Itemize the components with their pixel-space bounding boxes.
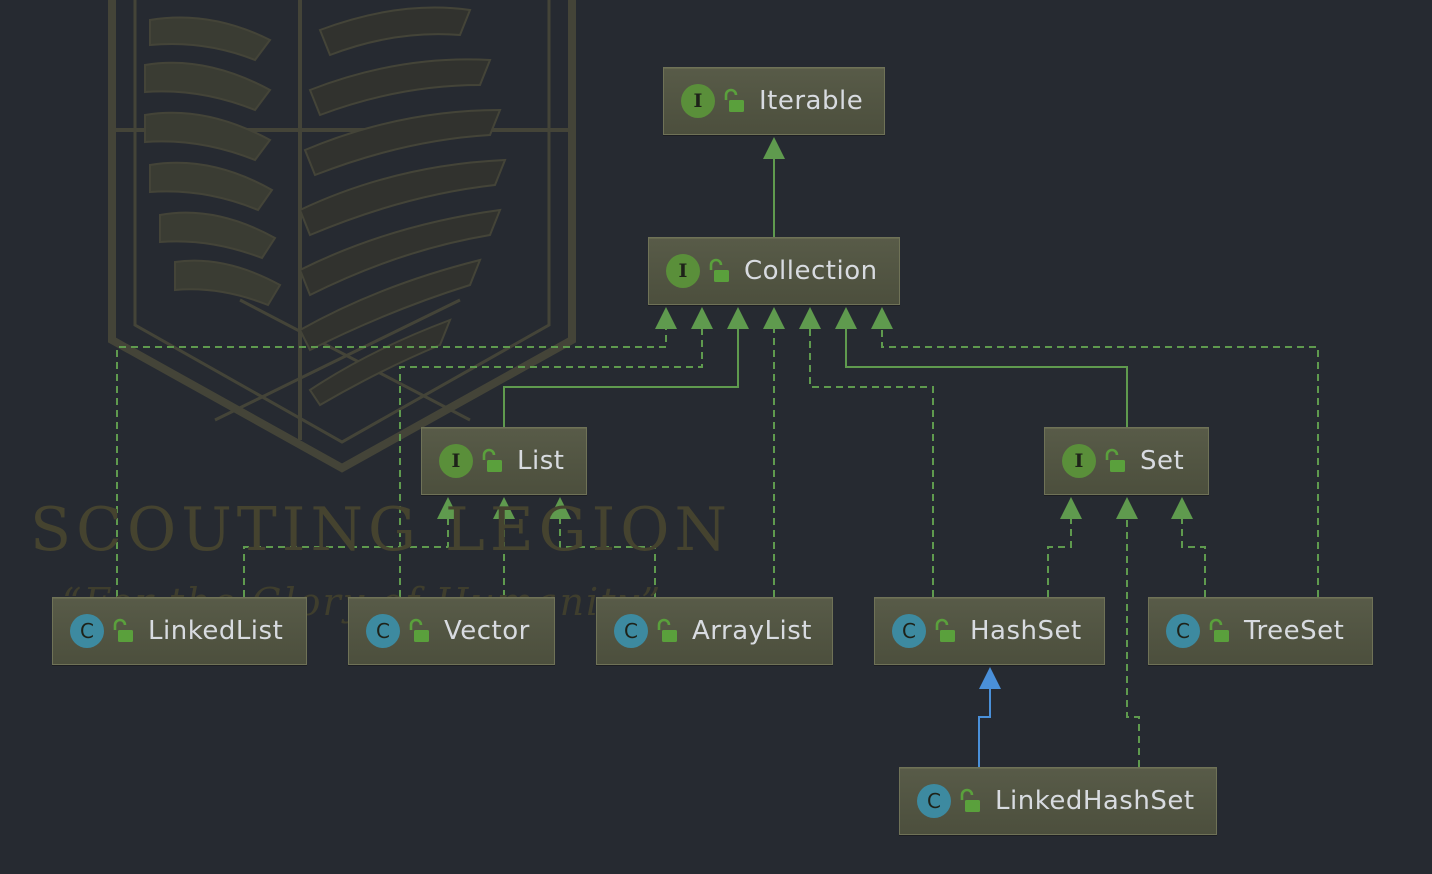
node-collection[interactable]: I Collection: [648, 237, 900, 305]
edge-collection-to-iterable: [763, 137, 785, 237]
node-set[interactable]: I Set: [1044, 427, 1209, 495]
interface-badge-icon: I: [1062, 444, 1096, 478]
node-vector[interactable]: C Vector: [348, 597, 555, 665]
node-list[interactable]: I List: [421, 427, 587, 495]
edge-hashset-to-collection: [799, 307, 934, 597]
interface-badge-icon: I: [439, 444, 473, 478]
arrowhead-icon: [979, 667, 1001, 689]
unlocked-lock-icon: [935, 618, 955, 642]
unlocked-lock-icon: [482, 448, 502, 472]
class-badge-icon: C: [70, 614, 104, 648]
class-badge-icon: C: [917, 784, 951, 818]
node-linkedhashset[interactable]: C LinkedHashSet: [899, 767, 1217, 835]
arrowhead-icon: [437, 497, 459, 519]
node-treeset[interactable]: C TreeSet: [1148, 597, 1373, 665]
interface-badge-icon: I: [666, 254, 700, 288]
arrowhead-icon: [1060, 497, 1082, 519]
node-hashset[interactable]: C HashSet: [874, 597, 1105, 665]
node-label: Collection: [744, 256, 878, 286]
arrowhead-icon: [549, 497, 571, 519]
unlocked-lock-icon: [113, 618, 133, 642]
unlocked-lock-icon: [1209, 618, 1229, 642]
edge-vector-to-list: [493, 497, 515, 597]
edge-treeset-to-collection: [871, 307, 1319, 597]
edge-linkedlist-to-collection: [116, 307, 677, 597]
edge-linkedhashset-to-hashset: [978, 667, 1001, 767]
arrowhead-icon: [691, 307, 713, 329]
class-badge-icon: C: [366, 614, 400, 648]
arrowhead-icon: [493, 497, 515, 519]
arrowhead-icon: [835, 307, 857, 329]
unlocked-lock-icon: [724, 88, 744, 112]
node-linkedlist[interactable]: C LinkedList: [52, 597, 307, 665]
unlocked-lock-icon: [409, 618, 429, 642]
class-badge-icon: C: [1166, 614, 1200, 648]
node-label: TreeSet: [1244, 616, 1345, 646]
scouting-legion-emblem-watermark: [108, 0, 576, 473]
edge-linkedlist-to-list: [243, 497, 459, 597]
unlocked-lock-icon: [960, 788, 980, 812]
edge-list-to-collection: [503, 307, 749, 427]
edges-layer: [116, 137, 1319, 767]
edge-arraylist-to-list: [549, 497, 656, 597]
interface-badge-icon: I: [681, 84, 715, 118]
arrowhead-icon: [763, 137, 785, 159]
arrowhead-icon: [799, 307, 821, 329]
unlocked-lock-icon: [657, 618, 677, 642]
node-label: LinkedHashSet: [995, 786, 1195, 816]
arrowhead-icon: [871, 307, 893, 329]
node-label: List: [517, 446, 565, 476]
node-label: ArrayList: [692, 616, 812, 646]
watermark-title: SCOUTING LEGION: [30, 495, 732, 565]
class-badge-icon: C: [614, 614, 648, 648]
edge-set-to-collection: [835, 307, 1128, 427]
arrowhead-icon: [727, 307, 749, 329]
node-iterable[interactable]: I Iterable: [663, 67, 885, 135]
unlocked-lock-icon: [1105, 448, 1125, 472]
node-label: HashSet: [970, 616, 1082, 646]
node-label: Iterable: [759, 86, 864, 116]
edge-treeset-to-set: [1171, 497, 1206, 597]
edge-arraylist-to-collection: [763, 307, 785, 597]
node-label: LinkedList: [148, 616, 284, 646]
node-arraylist[interactable]: C ArrayList: [596, 597, 833, 665]
arrowhead-icon: [655, 307, 677, 329]
edge-linkedhashset-to-set: [1116, 497, 1140, 767]
arrowhead-icon: [763, 307, 785, 329]
node-label: Vector: [444, 616, 530, 646]
edge-vector-to-collection: [399, 307, 713, 597]
arrowhead-icon: [1116, 497, 1138, 519]
unlocked-lock-icon: [709, 258, 729, 282]
arrowhead-icon: [1171, 497, 1193, 519]
edge-hashset-to-set: [1047, 497, 1082, 597]
class-badge-icon: C: [892, 614, 926, 648]
node-label: Set: [1140, 446, 1185, 476]
